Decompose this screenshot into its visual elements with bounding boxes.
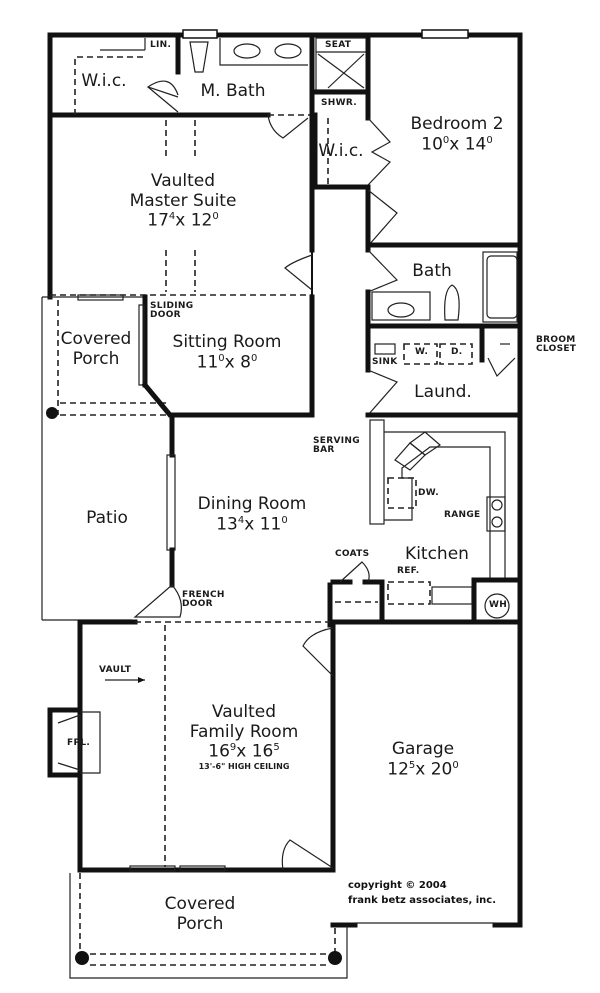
covered-porch-side-line2: Porch <box>72 348 120 369</box>
room-label-family-room: Vaulted Family Room 169x 165 13'-6" HIGH… <box>189 702 299 772</box>
copyright-line1: copyright © 2004 <box>348 880 447 891</box>
master-suite-line2: Master Suite <box>129 190 237 211</box>
annotation-vault: VAULT <box>99 665 132 675</box>
sitting-room-name: Sitting Room <box>172 332 282 352</box>
bedroom2-name: Bedroom 2 <box>410 114 504 134</box>
sitting-room-dimensions: 110x 80 <box>196 352 258 373</box>
room-label-master-suite: Vaulted Master Suite 174x 120 <box>129 171 237 231</box>
annotation-dryer: D. <box>451 347 463 357</box>
dining-room-name: Dining Room <box>197 494 307 514</box>
annotation-refrigerator: REF. <box>397 566 420 576</box>
room-label-wic-bedroom2: W.i.c. <box>318 141 364 161</box>
garage-name: Garage <box>391 739 455 759</box>
garage-dimensions: 125x 200 <box>387 759 459 780</box>
copyright-notice: copyright © 2004 frank betz associates, … <box>348 878 496 908</box>
room-label-patio: Patio <box>86 508 128 528</box>
room-label-wic-master: W.i.c. <box>81 71 127 91</box>
room-label-covered-porch-front: Covered Porch <box>164 894 236 934</box>
dining-room-dimensions: 134x 110 <box>216 514 288 535</box>
annotation-coats: COATS <box>335 549 370 559</box>
master-suite-line1: Vaulted <box>150 171 216 191</box>
room-label-bath: Bath <box>412 261 452 281</box>
annotation-seat: SEAT <box>325 40 352 50</box>
room-label-dining-room: Dining Room 134x 110 <box>197 494 307 535</box>
annotation-dishwasher: DW. <box>418 488 439 498</box>
room-label-kitchen: Kitchen <box>405 544 469 564</box>
annotation-shower: SHWR. <box>321 98 357 108</box>
family-room-ceiling-note: 13'-6" HIGH CEILING <box>198 762 290 772</box>
annotation-washer: W. <box>415 347 429 357</box>
covered-porch-front-line1: Covered <box>164 894 236 914</box>
master-suite-dimensions: 174x 120 <box>147 210 219 231</box>
annotation-fireplace: FPL. <box>67 738 91 748</box>
annotation-water-heater: WH <box>489 600 508 610</box>
room-label-covered-porch-side: Covered Porch <box>60 329 132 369</box>
room-label-master-bath: M. Bath <box>200 81 266 101</box>
family-room-line1: Vaulted <box>211 702 277 722</box>
covered-porch-side-line1: Covered <box>60 329 132 349</box>
copyright-line2: frank betz associates, inc. <box>348 895 496 906</box>
room-label-sitting-room: Sitting Room 110x 80 <box>172 332 282 373</box>
room-label-bedroom2: Bedroom 2 100x 140 <box>410 114 504 155</box>
room-label-garage: Garage 125x 200 <box>387 739 459 780</box>
covered-porch-front-line2: Porch <box>176 913 224 934</box>
annotation-sink: SINK <box>372 357 398 367</box>
room-label-laundry: Laund. <box>414 382 472 402</box>
family-room-dimensions: 169x 165 <box>208 741 280 762</box>
annotation-range: RANGE <box>444 510 481 520</box>
bedroom2-dimensions: 100x 140 <box>421 134 493 155</box>
annotation-linen: LIN. <box>150 40 172 50</box>
family-room-line2: Family Room <box>189 721 299 742</box>
